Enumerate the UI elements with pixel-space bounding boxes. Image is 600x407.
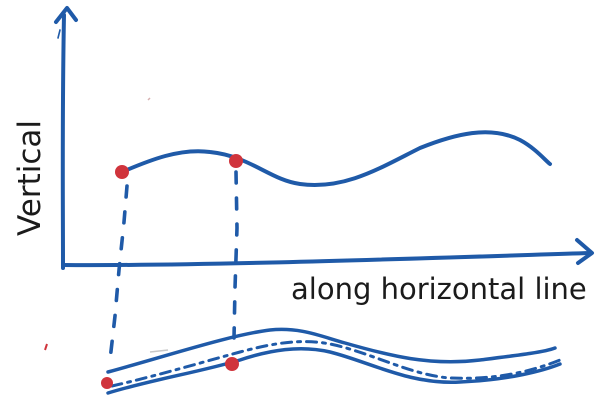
stray-marks <box>44 97 169 353</box>
projection-line-right <box>232 170 239 340</box>
profile-curve <box>120 130 552 187</box>
path-lower-edge <box>106 347 562 395</box>
profile-point-left <box>115 165 129 179</box>
path-point-left <box>101 377 113 389</box>
vertical-axis <box>54 6 78 270</box>
path-plan-view <box>106 327 562 395</box>
vertical-axis-label: Vertical <box>12 120 48 236</box>
path-point-right <box>225 357 239 371</box>
path-centerline <box>110 340 562 388</box>
projection-line-left <box>108 184 129 362</box>
horizontal-axis <box>61 238 594 268</box>
horizontal-axis-label: along horizontal line <box>291 272 587 306</box>
path-upper-edge <box>106 327 557 374</box>
profile-point-right <box>229 154 243 168</box>
